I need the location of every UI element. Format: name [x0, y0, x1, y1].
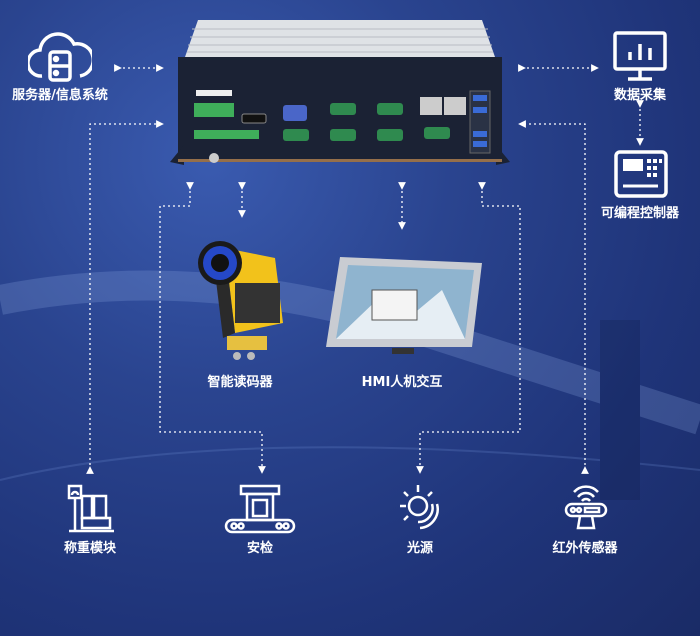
- security-check-label: 安检: [246, 541, 274, 556]
- server-label: 服务器/信息系统: [12, 88, 108, 103]
- ir-sensor-label: 红外传感器: [552, 541, 618, 556]
- industrial-pc-image: [170, 20, 510, 165]
- data-acquisition-label: 数据采集: [613, 88, 667, 103]
- hmi-label: HMI人机交互: [361, 375, 443, 390]
- plc-label: 可编程控制器: [600, 206, 680, 221]
- hmi-panel-image: [326, 257, 482, 354]
- infrared-sensor-icon: [564, 485, 608, 530]
- weighing-scale-icon: [67, 484, 114, 533]
- code-reader-label: 智能读码器: [207, 375, 273, 390]
- code-reader-camera-image: [198, 241, 283, 360]
- cloud-server-icon: [28, 32, 92, 82]
- plc-controller-icon: [614, 150, 668, 198]
- light-source-label: 光源: [406, 541, 434, 556]
- monitor-chart-icon: [613, 31, 667, 81]
- light-source-icon: [400, 485, 439, 530]
- weighing-module-label: 称重模块: [63, 541, 117, 556]
- security-scanner-icon: [224, 484, 296, 534]
